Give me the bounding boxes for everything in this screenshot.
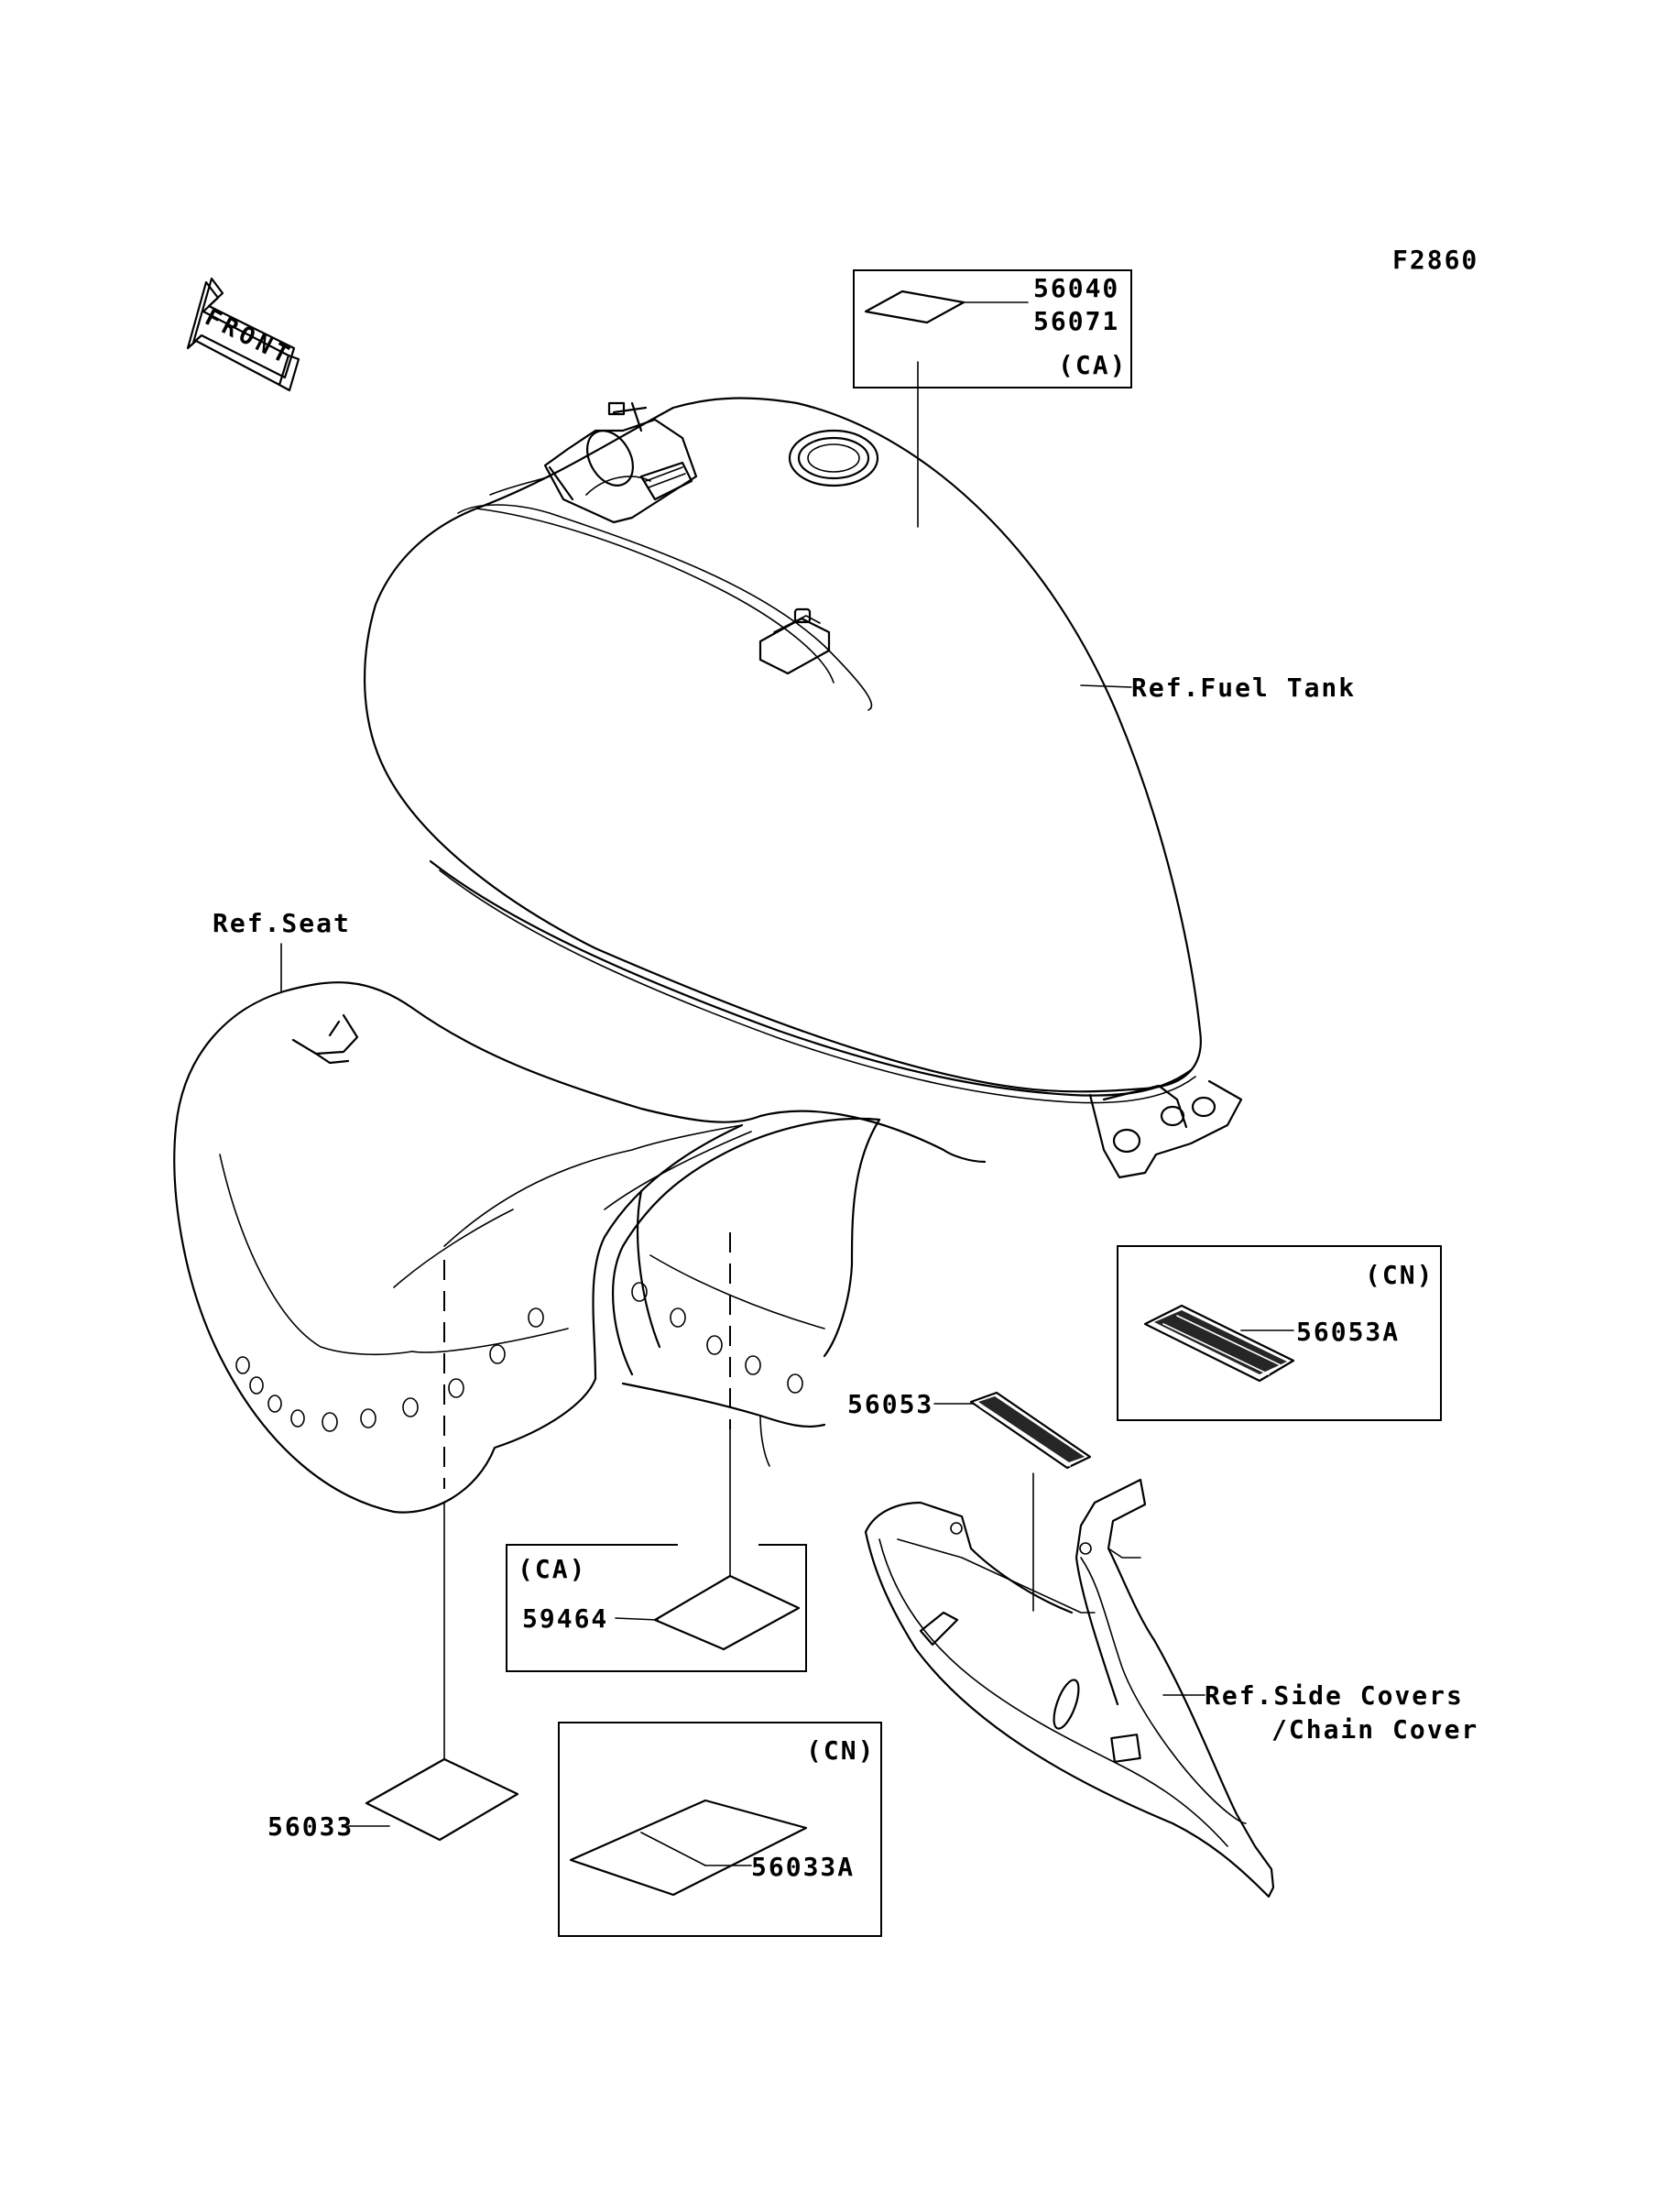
figure-code: F2860 <box>1392 245 1478 275</box>
fuel-tank-label: Ref.Fuel Tank <box>1131 673 1356 703</box>
cn-seat-callout: (CN) 56033A <box>558 1722 882 1937</box>
ca-seat-region: (CA) <box>518 1554 586 1584</box>
cn-stripe-icon <box>1143 1304 1295 1383</box>
tank-label-part-b: 56071 <box>1033 306 1119 336</box>
front-arrow-icon: FRONT <box>186 277 300 392</box>
cn-seat-label-icon <box>569 1799 808 1897</box>
fuel-tank-drawing <box>364 397 1243 1179</box>
seat-label: Ref.Seat <box>213 908 351 938</box>
tank-label-part-a: 56040 <box>1033 273 1119 303</box>
cn-seat-region: (CN) <box>806 1735 875 1766</box>
tank-label-region: (CA) <box>1058 350 1127 380</box>
side-cover-label-1: Ref.Side Covers <box>1205 1680 1464 1711</box>
cn-stripe-part: 56053A <box>1296 1317 1400 1347</box>
tank-label-icon <box>864 290 965 324</box>
seat-label-part: 56033 <box>267 1811 354 1842</box>
cn-seat-part: 56033A <box>751 1852 855 1882</box>
ca-seat-callout: (CA) 59464 <box>506 1544 807 1672</box>
ca-seat-part: 59464 <box>522 1603 608 1634</box>
stripe-decal-icon <box>969 1391 1092 1470</box>
side-cover-label-2: /Chain Cover <box>1271 1714 1478 1745</box>
seat-drawing <box>173 981 987 1514</box>
stripe-part: 56053 <box>847 1389 933 1419</box>
cn-stripe-callout: (CN) 56053A <box>1117 1245 1442 1421</box>
seat-label-icon <box>365 1757 519 1842</box>
side-cover-drawing <box>864 1478 1275 1898</box>
ca-seat-label-icon <box>653 1574 801 1651</box>
tank-label-callout: 56040 56071 (CA) <box>853 269 1132 388</box>
cn-stripe-region: (CN) <box>1365 1260 1434 1290</box>
fuel-tank-leader <box>1080 684 1132 688</box>
